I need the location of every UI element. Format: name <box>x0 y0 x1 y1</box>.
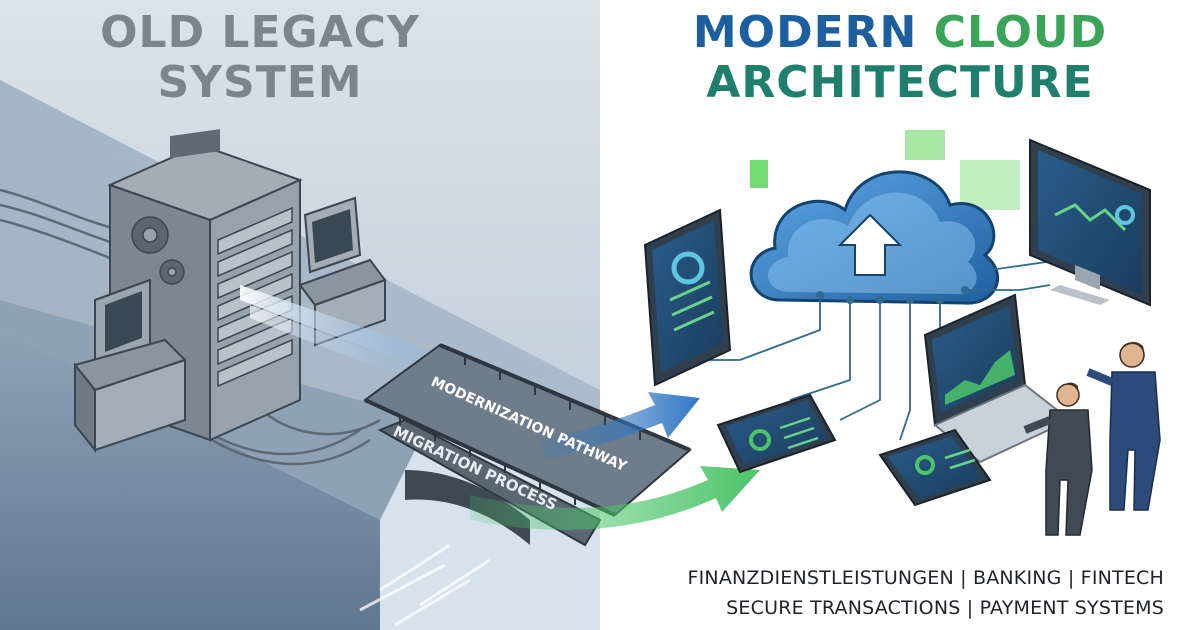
cloud-title-line-1: MODERN CLOUD <box>640 8 1160 58</box>
legacy-title-line-1: OLD LEGACY <box>100 7 420 58</box>
crt-computer-icon <box>73 278 187 453</box>
cloud-title-word-cloud: CLOUD <box>933 7 1108 58</box>
migration-arrow-blue <box>540 392 700 460</box>
cloud-upload-icon <box>749 170 999 305</box>
data-streams <box>359 543 491 627</box>
legacy-title: OLD LEGACY SYSTEM <box>40 8 480 108</box>
gear-icon <box>131 216 185 285</box>
data-flow-streams <box>240 285 430 385</box>
tablet-small-icon <box>716 393 837 474</box>
person-icon <box>1023 382 1093 536</box>
cloud-title-word-modern: MODERN <box>692 7 918 58</box>
cloud-title: MODERN CLOUD ARCHITECTURE <box>640 8 1160 108</box>
laptop-icon <box>923 293 1072 464</box>
monitor-icon <box>1029 138 1151 307</box>
migration-arrow-green <box>470 466 760 530</box>
person-icon <box>1086 341 1161 511</box>
tagline-capabilities: SECURE TRANSACTIONS | PAYMENT SYSTEMS <box>726 597 1164 619</box>
phone-icon <box>878 428 992 507</box>
tagline-industries: FINANZDIENSTLEISTUNGEN | BANKING | FINTE… <box>687 567 1164 589</box>
tablet-icon <box>643 208 732 387</box>
legacy-title-line-2: SYSTEM <box>157 57 363 108</box>
cloud-title-line-2: ARCHITECTURE <box>706 57 1094 108</box>
